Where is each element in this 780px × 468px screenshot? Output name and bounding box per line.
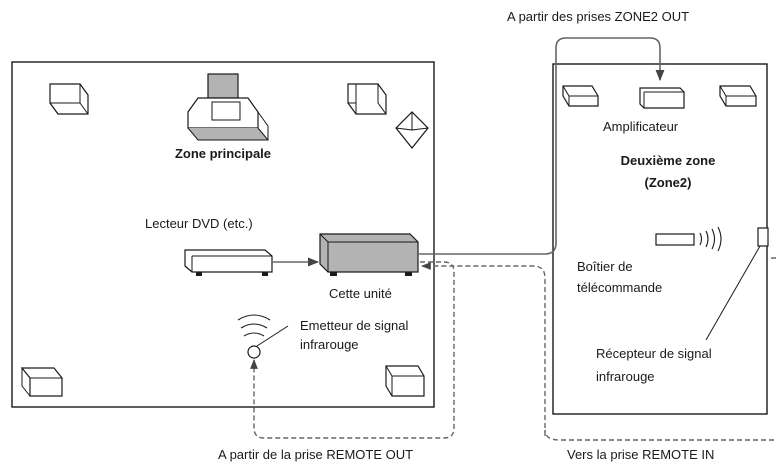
speaker-icon [385,365,425,397]
ir-emitter-icon [237,314,289,359]
second-zone-title-line2: (Zone2) [644,175,692,190]
remote-out-label: A partir de la prise REMOTE OUT [218,447,414,462]
zone2-out-cable [419,37,665,255]
remote-out-cable [250,261,455,439]
amplifier-icon [639,87,685,109]
ir-emitter-label-line1: Emetteur de signal [300,318,409,333]
ir-receiver-icon [705,227,769,341]
amplifier-label: Amplificateur [603,119,679,134]
dvd-player-label: Lecteur DVD (etc.) [145,216,253,231]
main-zone-room [11,61,435,408]
ir-receiver-label-line1: Récepteur de signal [596,346,712,361]
dvd-player-icon [184,249,273,276]
remote-in-label: Vers la prise REMOTE IN [567,447,715,462]
speaker-icon [20,367,63,397]
ir-emitter-label-line2: infrarouge [300,337,359,352]
speaker-icon [562,85,599,107]
remote-in-cable [422,258,776,436]
speaker-icon [395,111,429,149]
speaker-icon [49,83,89,115]
speaker-icon [719,85,757,107]
second-zone-title-line1: Deuxième zone [620,153,716,168]
tv-icon [187,73,270,141]
this-unit-label: Cette unité [329,286,392,301]
remote-control-icon [655,226,722,252]
main-zone-title: Zone principale [174,146,272,161]
remote-in-cable-bottom [544,429,774,441]
remote-box-label-line2: télécommande [577,280,663,295]
speaker-icon [347,83,387,115]
ir-receiver-label-line2: infrarouge [596,369,655,384]
zone2-out-source-label: A partir des prises ZONE2 OUT [507,9,690,24]
receiver-icon [319,233,419,276]
remote-box-label-line1: Boîtier de [577,259,633,274]
